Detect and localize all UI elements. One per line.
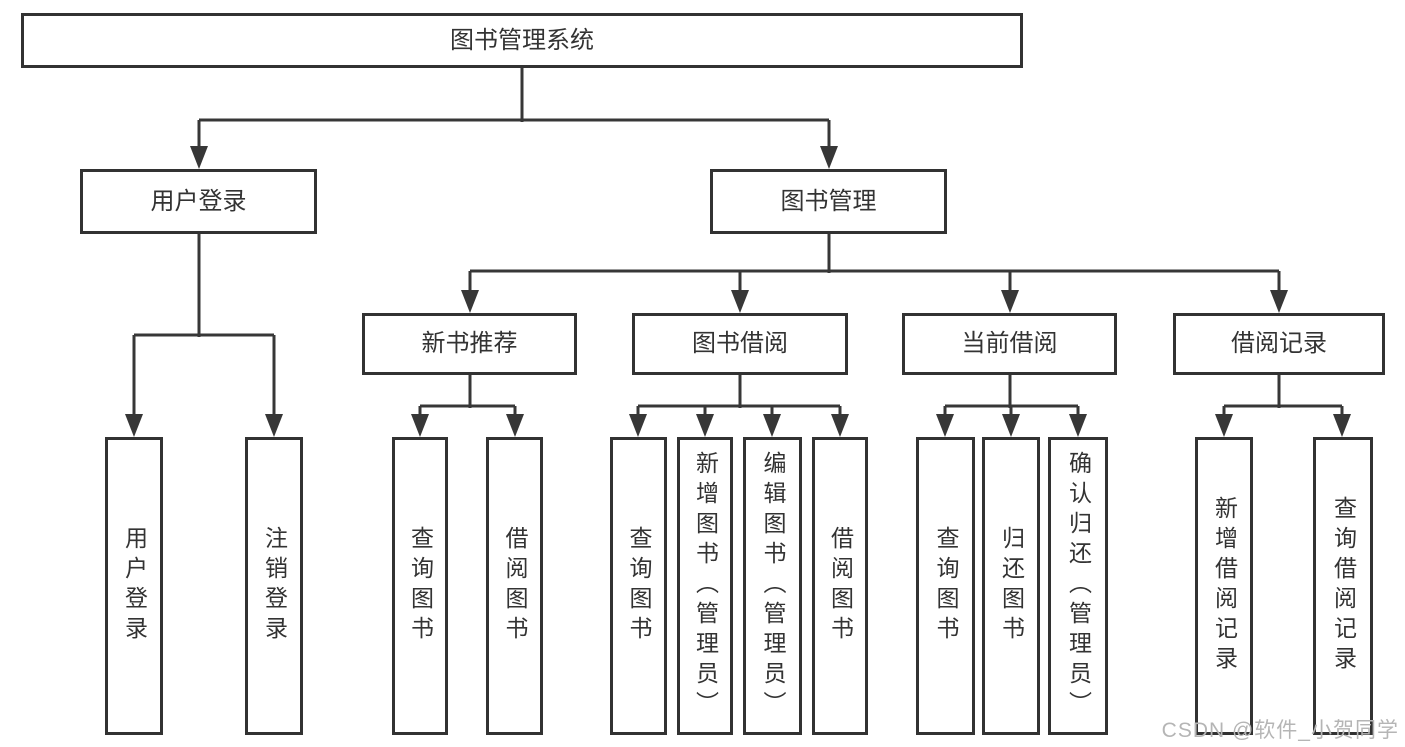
leaf-logout: 注销登录 [245, 437, 303, 735]
leaf-label: 归还图书 [998, 526, 1025, 646]
leaf-query-books-recommend: 查询图书 [392, 437, 448, 735]
leaf-label: 新增借阅记录 [1211, 496, 1238, 676]
leaf-label: 注销登录 [261, 526, 288, 646]
leaf-edit-book-admin: 编辑图书（管理员） [743, 437, 802, 735]
node-label: 借阅记录 [1231, 330, 1327, 357]
leaf-label: 借阅图书 [827, 526, 854, 646]
leaf-confirm-return-admin: 确认归还（管理员） [1048, 437, 1108, 735]
node-book-management: 图书管理 [710, 169, 947, 234]
leaf-label: 查询图书 [407, 526, 434, 646]
watermark: CSDN @软件_小贺同学 [1161, 719, 1399, 742]
leaf-label: 查询图书 [933, 526, 959, 646]
node-new-book-recommendation: 新书推荐 [362, 313, 577, 375]
leaf-label: 新增图书（管理员） [692, 451, 719, 721]
leaf-label: 确认归还（管理员） [1065, 451, 1092, 721]
node-label: 图书管理 [780, 187, 877, 215]
leaf-label: 编辑图书（管理员） [760, 451, 786, 721]
node-current-borrowing: 当前借阅 [902, 313, 1117, 375]
leaf-label: 查询图书 [626, 526, 652, 646]
leaf-borrow-books-borrowing: 借阅图书 [812, 437, 868, 735]
leaf-label: 借阅图书 [502, 526, 528, 646]
leaf-add-book-admin: 新增图书（管理员） [677, 437, 733, 735]
node-label: 图书借阅 [692, 330, 788, 357]
node-label: 当前借阅 [961, 330, 1058, 357]
node-borrowing-records: 借阅记录 [1173, 313, 1385, 375]
leaf-query-books-borrowing: 查询图书 [610, 437, 667, 735]
tree-edges [132, 68, 1344, 418]
leaf-query-books-current: 查询图书 [916, 437, 975, 735]
node-label: 图书管理系统 [450, 26, 594, 54]
leaf-user-login: 用户登录 [105, 437, 163, 735]
leaf-label: 用户登录 [121, 526, 148, 646]
node-label: 新书推荐 [421, 330, 518, 357]
node-label: 用户登录 [150, 187, 247, 215]
leaf-query-borrow-record: 查询借阅记录 [1313, 437, 1373, 735]
node-user-login: 用户登录 [80, 169, 317, 234]
node-book-borrowing: 图书借阅 [632, 313, 848, 375]
leaf-label: 查询借阅记录 [1330, 496, 1357, 676]
leaf-return-books: 归还图书 [982, 437, 1040, 735]
node-library-management-system: 图书管理系统 [21, 13, 1023, 68]
leaf-add-borrow-record: 新增借阅记录 [1195, 437, 1253, 735]
arrowheads [125, 146, 1351, 437]
leaf-borrow-books-recommend: 借阅图书 [486, 437, 543, 735]
